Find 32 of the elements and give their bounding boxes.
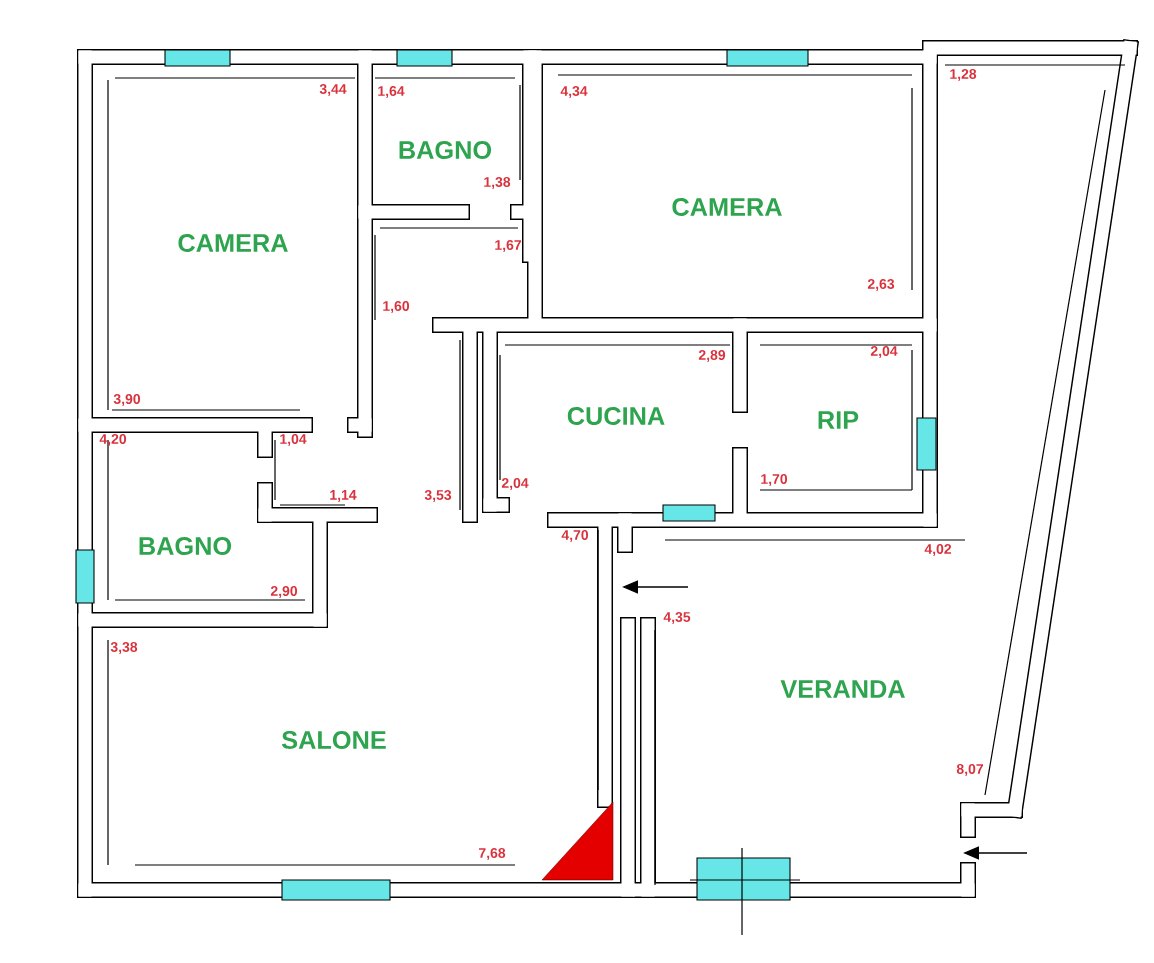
room-name: CAMERA xyxy=(178,234,288,252)
dimension-label: 2,90 xyxy=(270,586,298,598)
room-name: RIP xyxy=(818,411,859,429)
dimension-label: 2,89 xyxy=(698,350,726,362)
room-name: CUCINA xyxy=(567,407,665,425)
dimension-label: 1,67 xyxy=(495,240,521,252)
dimension-label: 1,38 xyxy=(484,177,511,189)
dimension-label: 8,07 xyxy=(956,764,983,776)
room-name: CAMERA xyxy=(672,198,782,216)
dimension-label: 4,35 xyxy=(663,612,691,624)
dimension-label: 7,68 xyxy=(479,848,506,860)
dimension-label: 4,70 xyxy=(561,530,589,542)
dimension-label: 1,70 xyxy=(761,474,788,486)
dimension-label: 1,14 xyxy=(330,490,357,502)
dimension-label: 1,28 xyxy=(950,69,977,81)
dimension-label: 2,04 xyxy=(870,346,898,358)
dimension-label: 3,90 xyxy=(113,394,141,406)
dimension-label: 1,60 xyxy=(383,301,410,313)
dimension-label: 4,34 xyxy=(560,86,588,98)
dimension-label: 2,04 xyxy=(501,478,529,490)
dimension-label: 4,02 xyxy=(924,544,952,556)
dimension-label: 1,04 xyxy=(280,434,307,446)
dimension-label: 4,20 xyxy=(99,434,127,446)
dimension-label: 1,64 xyxy=(378,86,405,98)
dimension-label: 2,63 xyxy=(867,279,895,291)
room-name: SALONE xyxy=(281,731,386,749)
dimension-label: 3,44 xyxy=(319,84,347,96)
room-name: BAGNO xyxy=(399,141,492,159)
room-name: VERANDA xyxy=(780,680,905,698)
dimension-label: 3,53 xyxy=(424,490,452,502)
room-name: BAGNO xyxy=(139,537,232,555)
dimension-label: 3,38 xyxy=(110,642,138,654)
